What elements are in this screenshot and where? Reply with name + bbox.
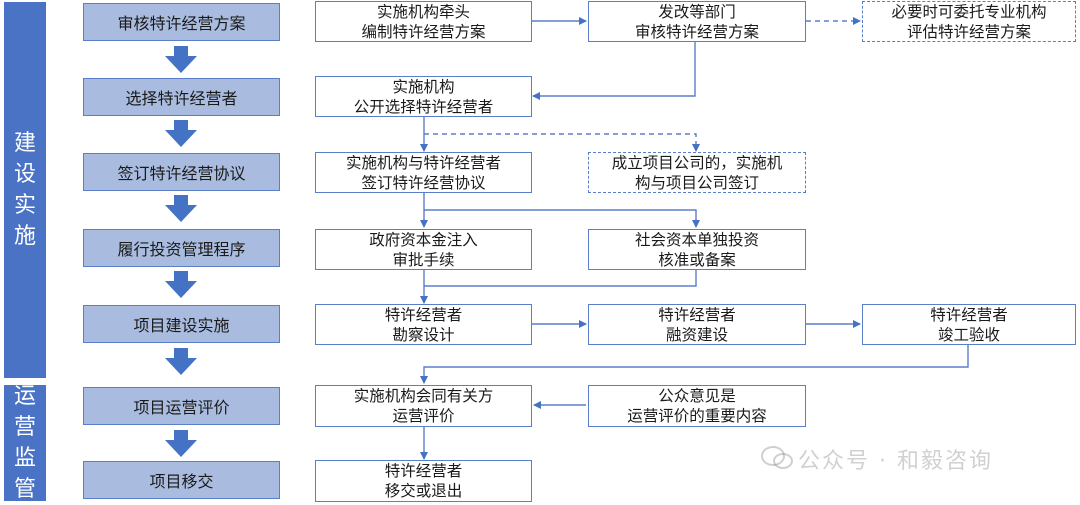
box-completion: 特许经营者 竣工验收	[862, 304, 1076, 345]
box-social-capital: 社会资本单独投资 核准或备案	[588, 229, 806, 270]
down-arrow-4	[165, 271, 197, 298]
box-survey-design: 特许经营者 勘察设计	[315, 304, 532, 345]
box-operation-evaluation: 实施机构会同有关方 运营评价	[315, 385, 532, 427]
step-label: 项目运营评价	[133, 398, 230, 417]
box-external-evaluation: 必要时可委托专业机构 评估特许经营方案	[862, 1, 1076, 42]
phase-construction: 建设实施	[4, 2, 46, 378]
box-financing: 特许经营者 融资建设	[588, 304, 806, 345]
down-arrow-2	[165, 120, 197, 147]
box-project-company: 成立项目公司的，实施机 构与项目公司签订	[588, 152, 806, 193]
arrow-r5c-r6a	[420, 345, 969, 384]
phase-operation: 运营监管	[4, 384, 46, 502]
step-label: 选择特许经营者	[125, 89, 238, 108]
wechat-icon	[761, 446, 793, 469]
phase-operation-label: 运营监管	[14, 384, 37, 502]
watermark: 公众号 · 和毅咨询	[798, 449, 993, 474]
arrow-r2a-r3b	[424, 133, 700, 152]
step-review-plan: 审核特许经营方案	[83, 3, 280, 41]
step-select-operator: 选择特许经营者	[83, 78, 280, 116]
step-construction: 项目建设实施	[83, 305, 280, 343]
phase-construction-label: 建设实施	[14, 131, 37, 249]
step-label: 签订特许经营协议	[117, 164, 246, 183]
step-down-arrows	[165, 46, 197, 457]
box-dept-review: 发改等部门 审核特许经营方案	[588, 1, 806, 42]
box-public-selection: 实施机构 公开选择特许经营者	[315, 76, 532, 117]
down-arrow-5	[165, 348, 197, 375]
arrow-r3a-r4b	[424, 209, 700, 228]
box-prepare-plan: 实施机构牵头 编制特许经营方案	[315, 1, 532, 42]
down-arrow-1	[165, 46, 197, 73]
step-label: 审核特许经营方案	[117, 14, 246, 33]
arrow-r4b-merge	[424, 270, 697, 287]
box-handover-exit: 特许经营者 移交或退出	[315, 460, 532, 502]
box-public-opinion: 公众意见是 运营评价的重要内容	[588, 385, 806, 427]
step-investment-procedure: 履行投资管理程序	[83, 229, 280, 267]
box-sign-agreement: 实施机构与特许经营者 签订特许经营协议	[315, 152, 532, 193]
box-government-capital: 政府资本金注入 审批手续	[315, 229, 532, 270]
down-arrow-6	[165, 430, 197, 457]
step-sign-agreement: 签订特许经营协议	[83, 153, 280, 191]
arrow-r1b-r2a	[532, 41, 696, 100]
step-label: 项目移交	[149, 472, 214, 491]
step-label: 履行投资管理程序	[117, 240, 246, 259]
step-label: 项目建设实施	[133, 316, 230, 335]
down-arrow-3	[165, 195, 197, 222]
step-handover: 项目移交	[83, 461, 280, 499]
step-operation-evaluation: 项目运营评价	[83, 387, 280, 425]
